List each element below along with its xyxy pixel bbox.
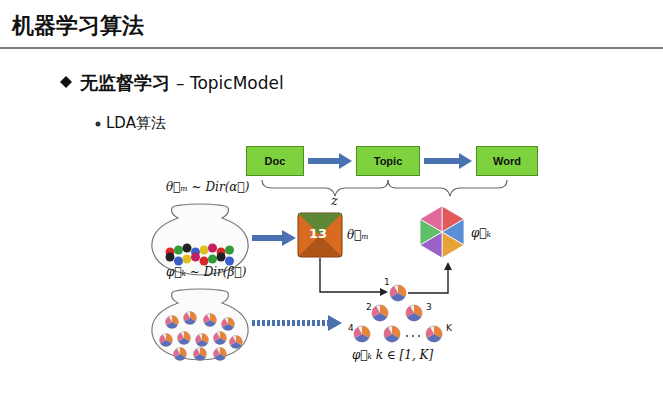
item-text: LDA算法 [106, 114, 166, 133]
title-rule [0, 47, 663, 49]
section-heading: 无监督学习 [80, 71, 170, 95]
block-arrow [252, 235, 284, 241]
caption-label: φ⃗ₖ k ∈ [1, K] [352, 348, 433, 362]
callout-number: K [446, 323, 452, 333]
icosahedron [420, 206, 464, 258]
callout-number: 2 [366, 302, 372, 312]
color-balls [166, 244, 235, 266]
jar [152, 293, 248, 360]
process-box: Word [476, 146, 538, 176]
arrow-head [328, 315, 342, 331]
callout-number: 4 [348, 323, 354, 333]
brace [388, 180, 507, 196]
process-box: Topic [356, 146, 420, 176]
callout-number: 3 [426, 302, 432, 312]
die-number: 13 [309, 226, 327, 241]
formula-label: φ⃗ₖ ~ Dir(β⃗) [166, 265, 246, 279]
box-text: Doc [265, 155, 286, 167]
die [298, 213, 342, 257]
block-arrow [308, 153, 352, 169]
formula-label: θ⃗ₘ ~ Dir(α⃗) [166, 180, 249, 194]
box-text: Topic [374, 155, 403, 167]
brace [262, 180, 388, 196]
arrow-head [282, 230, 296, 246]
pie-balls [160, 312, 243, 361]
slide-title: 机器学习算法 [12, 11, 144, 41]
block-arrow [424, 153, 472, 169]
symbol-label: φ⃗ₖ [471, 226, 491, 240]
variable-label: z [331, 193, 338, 208]
symbol-label: θ⃗ₘ [347, 228, 369, 242]
dashed-block-arrow [252, 320, 330, 326]
callout-number: 1 [384, 277, 390, 287]
diamond-bullet [60, 76, 72, 88]
jar [152, 208, 248, 275]
section-subtitle: – TopicModel [176, 73, 284, 93]
flow-line [320, 258, 386, 292]
box-text: Word [493, 155, 521, 167]
dot-bullet [96, 122, 101, 127]
process-box: Doc [246, 146, 304, 176]
flow-line [408, 264, 448, 293]
